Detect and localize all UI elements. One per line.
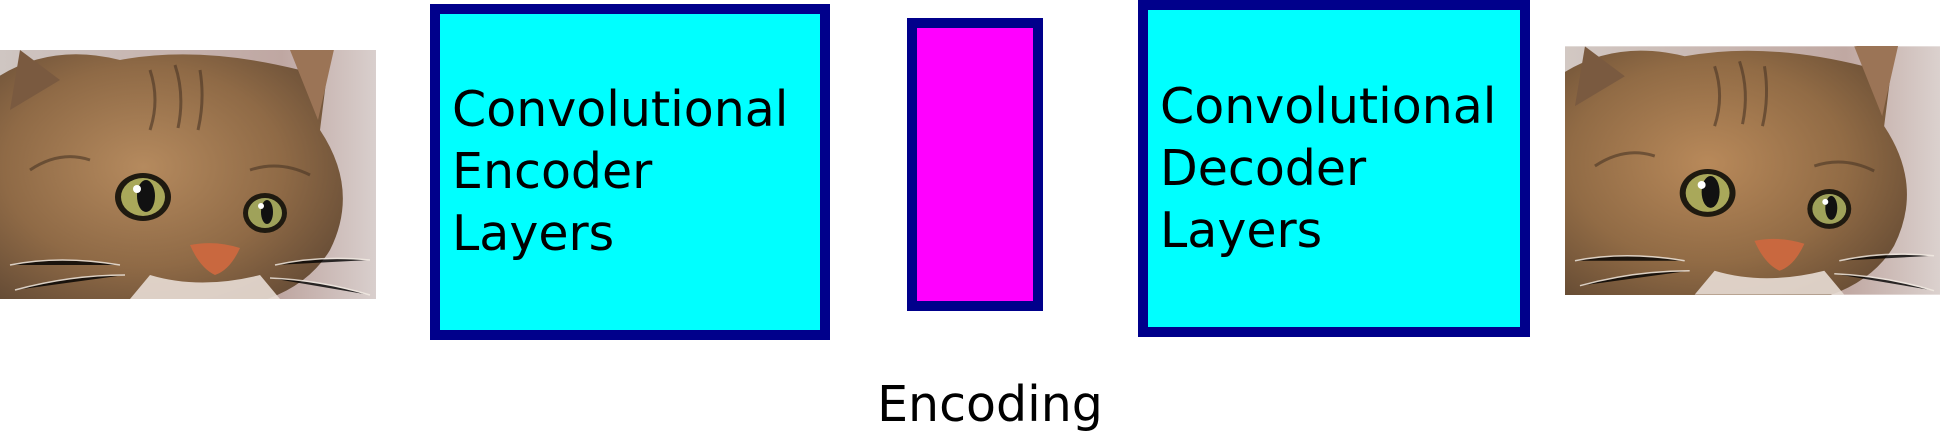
cat-photo-icon	[1565, 46, 1940, 295]
encoder-label: Convolutional Encoder Layers	[452, 81, 789, 262]
input-cat-image	[0, 50, 376, 299]
encoding-block	[907, 18, 1043, 311]
decoder-layers-block: Convolutional Decoder Layers	[1138, 0, 1530, 337]
cat-photo-icon	[0, 50, 376, 299]
encoder-layers-block: Convolutional Encoder Layers	[430, 4, 830, 340]
output-cat-image	[1565, 46, 1940, 295]
encoding-caption: Encoding	[877, 376, 1103, 433]
decoder-label: Convolutional Decoder Layers	[1160, 77, 1497, 259]
